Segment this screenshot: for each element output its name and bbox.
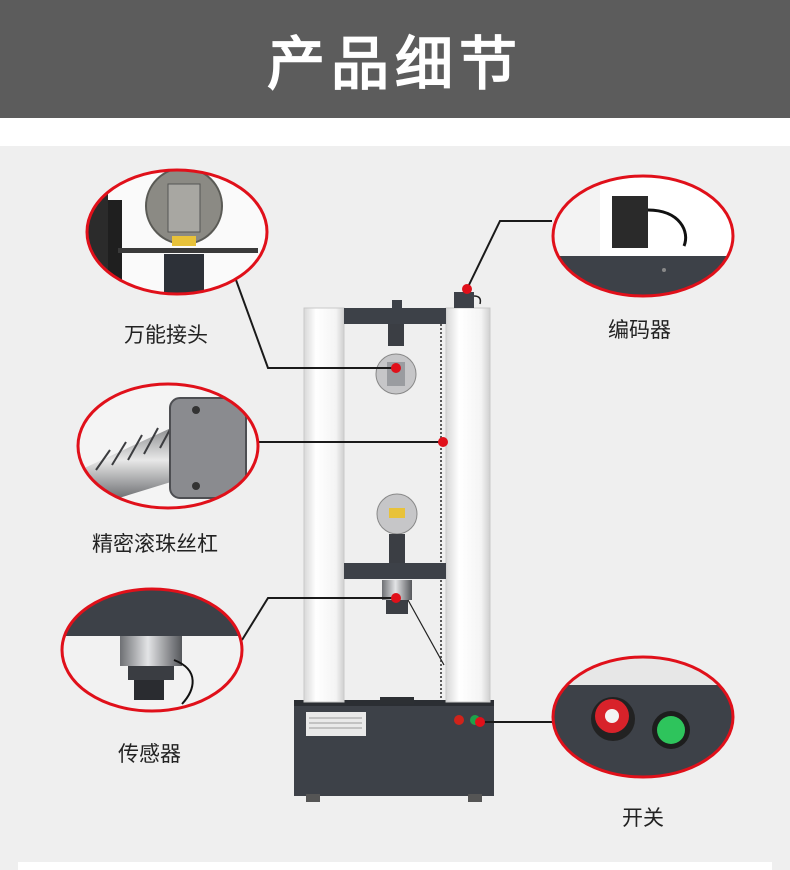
label-sensor: 传感器 [118, 742, 181, 766]
ball-screw-nut [169, 397, 247, 499]
leader-universal-joint [235, 279, 396, 369]
detail-bubble-universal-joint [85, 168, 269, 296]
callout-dots [391, 284, 485, 727]
nameplate [306, 712, 366, 736]
label-ball-screw: 精密滚珠丝杠 [92, 532, 218, 556]
machine-foot [306, 794, 320, 802]
page-title: 产品细节 [266, 30, 523, 98]
moving-crosshead [344, 563, 446, 579]
power-indicator-icon [657, 716, 685, 744]
title-banner: 产品细节 [0, 0, 790, 118]
emergency-stop-button [454, 715, 464, 725]
encoder [454, 292, 474, 308]
callout-dot [438, 437, 448, 447]
right-column [445, 307, 491, 703]
testing-machine [294, 292, 494, 802]
yellow-label [172, 236, 196, 246]
callout-dot [475, 717, 485, 727]
detail-bubble-encoder [551, 174, 735, 298]
callout-dot [462, 284, 472, 294]
label-switch: 开关 [622, 806, 664, 830]
callout-dot [391, 363, 401, 373]
detail-bubble-switch [551, 655, 735, 779]
label-universal-joint: 万能接头 [124, 323, 208, 347]
left-column [303, 307, 345, 703]
leader-sensor [241, 597, 396, 641]
machine-foot [468, 794, 482, 802]
detail-bubble-sensor [60, 587, 244, 713]
load-sensor [382, 580, 412, 600]
bottom-divider [18, 862, 772, 870]
detail-bubble-ball-screw [76, 382, 260, 510]
encoder-body [612, 196, 648, 248]
leader-encoder [466, 220, 552, 290]
callout-lines [235, 220, 552, 723]
callout-dot [391, 593, 401, 603]
label-encoder: 编码器 [608, 318, 671, 342]
top-beam [344, 308, 446, 324]
